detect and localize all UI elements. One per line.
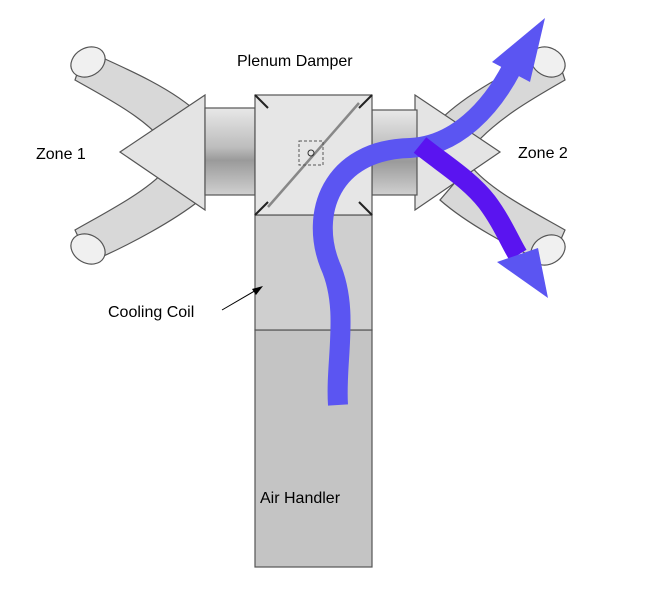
air-handler-body — [254, 329, 373, 568]
airflow-main-arrow — [312, 18, 545, 406]
plenum-damper-label: Plenum Damper — [237, 53, 353, 70]
airflow-secondary-arrow — [413, 137, 548, 298]
cooling-coil-label: Cooling Coil — [108, 304, 194, 321]
zone-2-label: Zone 2 — [518, 145, 568, 162]
cooling-coil-pointer — [221, 286, 263, 311]
plenum-damper-box — [254, 94, 373, 216]
zone-1-connector — [204, 107, 256, 196]
air-handler-label: Air Handler — [260, 490, 341, 507]
zone-1-label: Zone 1 — [36, 146, 86, 163]
